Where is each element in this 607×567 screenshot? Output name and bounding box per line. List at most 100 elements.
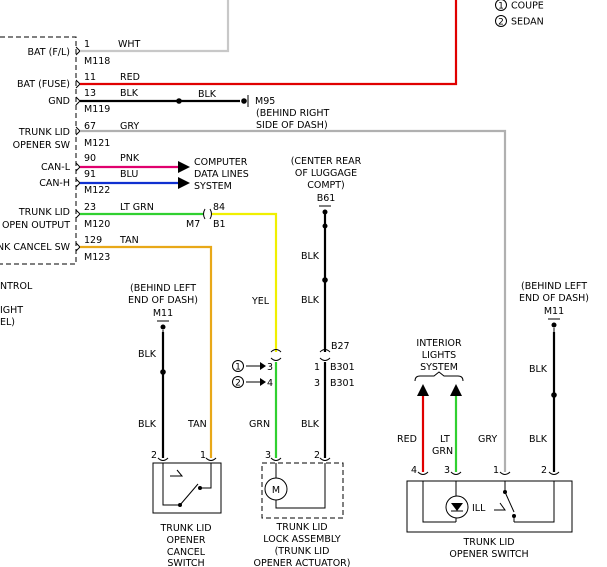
ground-dot [322, 209, 328, 215]
conn-cap [319, 349, 331, 353]
left-ground-loc1: (BEHIND LEFT [130, 283, 196, 294]
ground-dot [551, 322, 557, 328]
cancel-name3: CANCEL [167, 547, 206, 558]
interior-arrow [417, 384, 429, 396]
wire-label-pnk: PNK [120, 153, 140, 164]
pin-num-23: 23 [84, 202, 96, 213]
wire-label-ltgrn: LT GRN [120, 202, 154, 213]
legend-num-2: 2 [498, 18, 504, 28]
opener-name1: TRUNK LID [462, 537, 514, 548]
conn-cap [548, 471, 560, 475]
splice-dot [176, 98, 182, 104]
opener-switch-box [406, 480, 573, 533]
conn-bracket [203, 208, 206, 220]
actuator-pin-2: 2 [314, 450, 320, 461]
m95-wire-label: BLK [198, 89, 217, 100]
pin-arrow [75, 126, 81, 136]
cancel-internal [162, 463, 180, 506]
cancel-name1: TRUNK LID [159, 523, 211, 534]
conn-cap [270, 457, 282, 461]
right-ground-wire1: BLK [529, 364, 548, 375]
pin-arrow [75, 209, 81, 219]
conn-m120: M120 [84, 219, 110, 230]
pin-arrow [75, 178, 81, 188]
m95-loc2: SIDE OF DASH) [256, 120, 328, 131]
pin-arrow [75, 162, 81, 172]
pin-label-cancel-sw: NK CANCEL SW [0, 242, 71, 253]
control-module: NTROL IGHT EL) [0, 36, 77, 328]
left-ground-loc2: END OF DASH) [128, 295, 198, 306]
can-dest-l2: DATA LINES [194, 169, 249, 180]
variant1-pin-a: 3 [267, 362, 273, 373]
ground-dot [160, 324, 166, 330]
interior-brace [414, 371, 464, 382]
motor-icon [264, 477, 288, 501]
conn-m118: M118 [84, 56, 110, 67]
contact-dot [198, 486, 202, 490]
pin-label-bat-fl: BAT (F/L) [28, 47, 70, 58]
opener-pin-1: 1 [493, 465, 499, 476]
interior-lt-label: LT [440, 434, 450, 445]
cancel-name4: SWITCH [167, 558, 204, 567]
trunk-lid-lock-assembly: 3 2 M TRUNK LID LOCK ASSEMBLY (TRUNK LID… [253, 450, 350, 567]
cancel-switch-box [152, 462, 222, 514]
b61-loc1: (CENTER REAR [291, 156, 362, 167]
conn-m121: M121 [84, 138, 110, 149]
right-ground-loc2: END OF DASH) [519, 293, 589, 304]
actuator-name2: LOCK ASSEMBLY [263, 534, 341, 545]
pin-num-11: 11 [84, 72, 96, 83]
pin-num-1: 1 [84, 39, 90, 50]
cancel-pin-1: 1 [200, 450, 206, 461]
b1-conn: B1 [213, 219, 226, 230]
connector-m7-b1: 84 M7 B1 [186, 202, 226, 230]
m95-conn: M95 [255, 96, 275, 107]
opener-internal [514, 481, 555, 523]
pin-label-trunk-lid-sw: TRUNK LID [18, 127, 70, 138]
legend-circle-2 [495, 15, 507, 27]
actuator-name1: TRUNK LID [275, 522, 327, 533]
cancel-name2: OPENER [167, 535, 206, 546]
ground-b61: (CENTER REAR OF LUGGAGE COMPT) B61 BLK B… [291, 156, 362, 306]
conn-m123: M123 [84, 252, 110, 263]
legend-label-sedan: SEDAN [511, 17, 544, 28]
pin-arrow [75, 79, 81, 89]
interior-l3: SYSTEM [420, 362, 458, 373]
conn-bracket [209, 208, 212, 220]
can-lines: COMPUTER DATA LINES SYSTEM [178, 157, 249, 192]
legend: 1 COUPE 2 SEDAN [495, 0, 544, 28]
conn-cap [450, 471, 462, 475]
opener-contact [504, 491, 515, 513]
cancel-actuator [170, 469, 184, 477]
actuator-name4: OPENER ACTUATOR) [253, 558, 350, 567]
can-l-arrow [178, 161, 190, 173]
ill-label: ILL [472, 503, 486, 514]
ground-m95: BLK M95 (BEHIND RIGHT SIDE OF DASH) [176, 89, 330, 131]
conn-m122: M122 [84, 185, 110, 196]
cancel-pin-2: 2 [151, 450, 157, 461]
pin-label-trunk-lid-out: TRUNK LID [18, 207, 70, 218]
variant2-pin-b: 3 [314, 378, 320, 389]
opener-pin-4: 4 [411, 465, 417, 476]
variant-num-2: 2 [235, 379, 241, 389]
variant-arrow [260, 362, 266, 370]
wire-label-gry: GRY [120, 121, 139, 132]
opener-pin-2: 2 [541, 465, 547, 476]
pin-label-can-l: CAN-L [41, 162, 71, 173]
opener-internal [422, 481, 456, 523]
pin-arrow [75, 242, 81, 252]
b61-wire2: BLK [301, 295, 320, 306]
splice-dot [160, 369, 166, 375]
interior-lights-system: INTERIOR LIGHTS SYSTEM RED LT GRN [397, 338, 464, 457]
conn-cap [319, 457, 331, 461]
contact-dot [512, 514, 516, 518]
cancel-contact [179, 483, 199, 506]
legend-circle-1 [495, 0, 507, 11]
pin-label-gnd: GND [48, 96, 70, 107]
ground-right-m11: (BEHIND LEFT END OF DASH) M11 BLK [519, 281, 589, 398]
left-ground-conn: M11 [153, 308, 173, 319]
ground-dot [241, 98, 247, 104]
left-ground-wire2: BLK [138, 419, 157, 430]
variant-num-1: 1 [235, 363, 241, 373]
pin-label-opener-sw: OPENER SW [13, 140, 71, 151]
wire-wht [80, 0, 230, 53]
